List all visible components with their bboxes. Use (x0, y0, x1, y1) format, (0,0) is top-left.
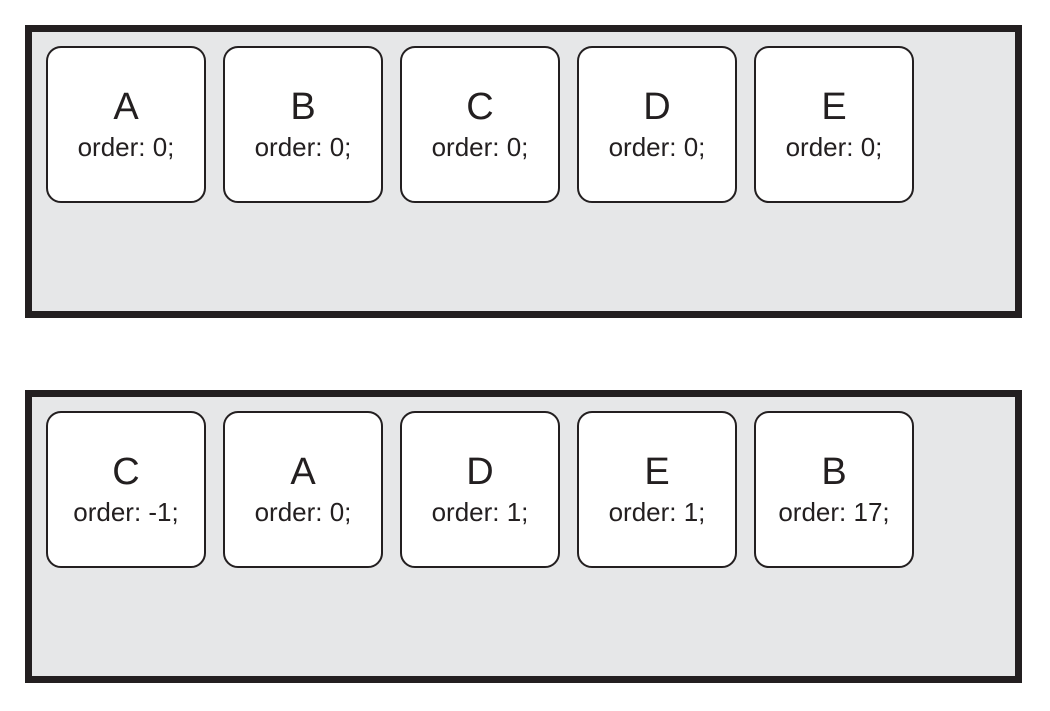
flex-item: B order: 17; (754, 411, 914, 568)
flex-item: C order: -1; (46, 411, 206, 568)
item-order-declaration: order: 1; (608, 496, 706, 527)
item-order-declaration: order: 0; (608, 131, 706, 162)
item-letter: E (821, 85, 847, 128)
item-letter: B (821, 450, 847, 493)
item-letter: E (644, 450, 670, 493)
item-order-declaration: order: 0; (431, 131, 529, 162)
item-letter: B (290, 85, 316, 128)
item-order-declaration: order: 1; (431, 496, 529, 527)
flex-item: A order: 0; (46, 46, 206, 203)
item-letter: D (466, 450, 494, 493)
flex-item: B order: 0; (223, 46, 383, 203)
item-letter: A (113, 85, 139, 128)
flex-container-default-order: A order: 0; B order: 0; C order: 0; D or… (25, 25, 1022, 318)
flex-item: A order: 0; (223, 411, 383, 568)
item-order-declaration: order: -1; (73, 496, 179, 527)
item-order-declaration: order: 0; (254, 496, 352, 527)
flex-item: D order: 0; (577, 46, 737, 203)
flex-item: D order: 1; (400, 411, 560, 568)
flex-item: E order: 0; (754, 46, 914, 203)
item-letter: A (290, 450, 316, 493)
flex-container-custom-order: C order: -1; A order: 0; D order: 1; E o… (25, 390, 1022, 683)
item-letter: D (643, 85, 671, 128)
item-order-declaration: order: 0; (77, 131, 175, 162)
item-order-declaration: order: 0; (785, 131, 883, 162)
item-letter: C (112, 450, 140, 493)
item-letter: C (466, 85, 494, 128)
flex-item: C order: 0; (400, 46, 560, 203)
item-order-declaration: order: 17; (778, 496, 890, 527)
flex-item: E order: 1; (577, 411, 737, 568)
item-order-declaration: order: 0; (254, 131, 352, 162)
